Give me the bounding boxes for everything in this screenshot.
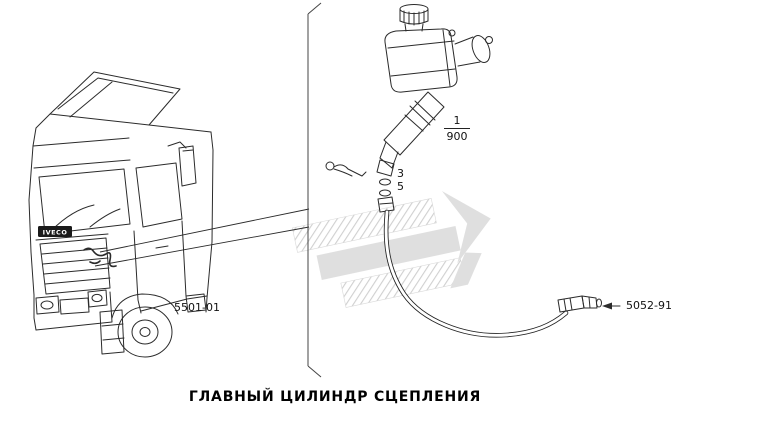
front-wheel [111, 293, 179, 358]
roof-deflector [49, 71, 181, 126]
grille-badge: IVECO [38, 226, 72, 237]
master-cylinder-body [376, 91, 445, 177]
bumper [33, 291, 113, 331]
watermark-logo [291, 191, 491, 308]
clutch-master-cylinder-assembly [325, 4, 621, 338]
item-number: 1 [453, 114, 461, 127]
servo-cylinder [454, 35, 493, 67]
leader-lines [94, 208, 310, 267]
mirror [167, 141, 197, 187]
left-arrow-icon [602, 302, 621, 310]
hose-reference-label: 5052-91 [626, 299, 672, 312]
item-quantity: 900 [446, 130, 468, 143]
hose-connector [377, 196, 395, 213]
windshield [38, 168, 131, 235]
page-title: ГЛАВНЫЙ ЦИЛИНДР СЦЕПЛЕНИЯ [188, 389, 482, 405]
clutch-location-scribble [83, 247, 117, 268]
item-3-label: 3 [397, 167, 404, 180]
item-reference-fraction: 1 900 [441, 114, 473, 143]
bracket-line [307, 2, 322, 378]
item-5-label: 5 [397, 180, 404, 193]
reservoir-cap [399, 4, 429, 32]
clutch-hose [383, 209, 569, 338]
fluid-reservoir [384, 28, 458, 93]
retaining-clip [325, 161, 367, 177]
chassis-detail [185, 293, 208, 313]
grille-badge-label: IVECO [43, 229, 68, 237]
fraction-bar [444, 128, 470, 129]
grille [35, 233, 111, 295]
door-window [135, 162, 183, 228]
hose-end-fitting [557, 295, 602, 313]
washer-3 [379, 178, 391, 186]
cab-reference-label: 5501-01 [174, 301, 220, 314]
truck-cab-drawing: IVECO [28, 71, 214, 358]
washer-5 [379, 189, 391, 197]
